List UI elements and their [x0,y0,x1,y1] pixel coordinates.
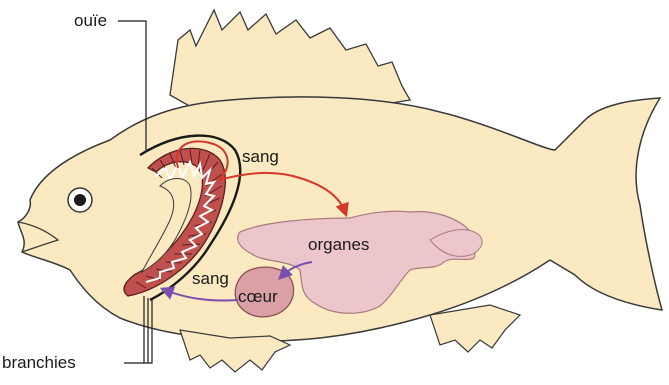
gill-cover-label: ouïe [74,11,107,30]
blood-label-bottom: sang [192,269,229,288]
blood-label-top: sang [242,147,279,166]
gills-label: branchies [2,353,76,372]
eye-icon [68,188,92,212]
organs-label: organes [308,235,369,254]
anal-fin [430,305,520,352]
heart-label: cœur [238,287,278,306]
